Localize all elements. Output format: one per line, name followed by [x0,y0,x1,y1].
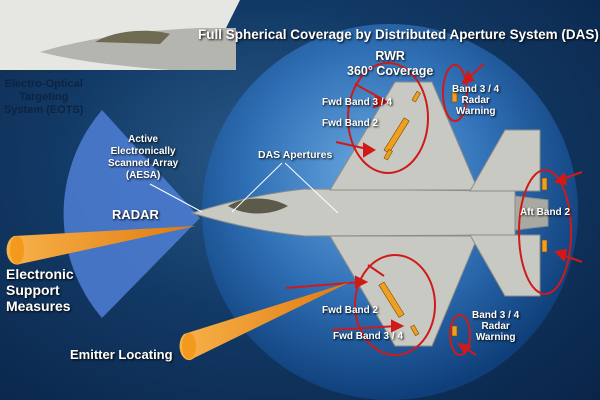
coverage-ellipses [347,62,572,356]
fwd-band-34-bottom-label: Fwd Band 3 / 4 [333,331,404,342]
radar-cone [63,110,201,318]
aircraft [190,81,549,347]
band-34-radar-warning-top-label: Band 3 / 4 Radar Warning [452,84,500,117]
esm-label: Electronic Support Measures [6,266,74,314]
fwd-band-2-bottom-label: Fwd Band 2 [322,305,379,316]
band-34-bottom-aperture [451,325,458,337]
lower-wing [329,235,479,347]
fwd-band-34-bottom-aperture [410,324,420,337]
esm-beam-tip [10,236,24,264]
eots-canopy [95,30,170,44]
fwd-top-ellipse [347,62,429,174]
aesa-label: Active Electronically Scanned Array (AES… [108,134,179,181]
fwd-band-34-top-aperture-2 [383,148,393,161]
emitter-beam [179,282,350,361]
apertures [378,90,548,337]
band-34-top-aperture [451,91,458,103]
canopy [228,198,288,214]
lower-tail [469,234,541,297]
upper-wing [329,81,479,191]
upper-tail [469,129,541,192]
band34-top-ellipse [442,64,468,122]
esm-beam [6,226,196,265]
eots-aircraft-nose [40,28,236,70]
emitter-locating-label: Emitter Locating [70,347,173,362]
diagram-title: Full Spherical Coverage by Distributed A… [198,27,599,42]
radar-label: RADAR [112,207,159,222]
rwr-arrows [285,63,583,356]
fwd-band-34-top-label: Fwd Band 3 / 4 [322,97,393,108]
fwd-band-2-top-aperture [383,117,410,154]
aft-ellipse [518,169,572,295]
das-apertures-label: DAS Apertures [258,149,333,161]
rwr-coverage-label: RWR 360° Coverage [347,49,434,78]
eots-label: Electro-Optical Targeting System (EOTS) [4,78,84,116]
exhaust [514,195,549,231]
emitter-beam-tip [182,333,196,359]
aft-band-2-bottom-aperture [541,239,548,253]
band-34-radar-warning-bottom-label: Band 3 / 4 Radar Warning [472,310,520,343]
aft-band-2-top-aperture [541,177,548,191]
das-pointers [149,162,339,214]
aft-band-2-label: Aft Band 2 [520,207,570,218]
fwd-band-2-bottom-aperture [378,281,405,318]
fwd-band-2-top-label: Fwd Band 2 [322,118,379,129]
fwd-band-34-top-aperture [411,90,421,103]
band34-bottom-ellipse [449,314,471,356]
fwd-bottom-ellipse [354,254,436,356]
